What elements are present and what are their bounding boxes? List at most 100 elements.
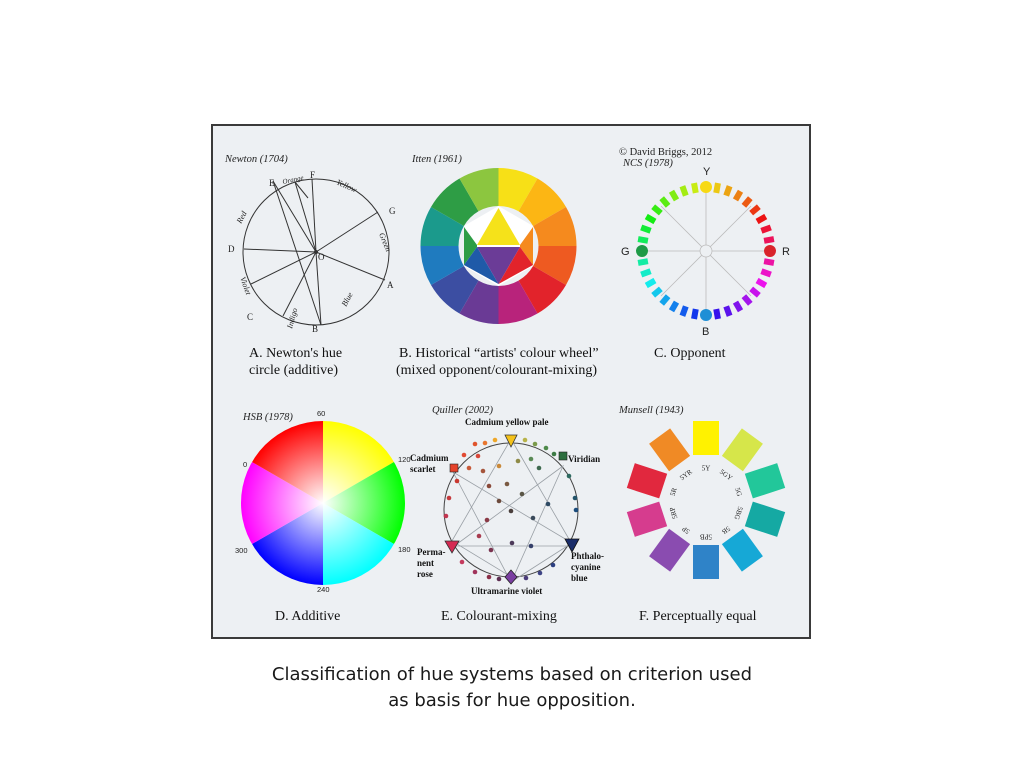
quiller-pigment-dot	[472, 441, 478, 447]
quiller-pigment-dot	[551, 451, 557, 457]
munsell-label-5g: 5G	[733, 487, 743, 498]
ncs-hue-swatch	[637, 258, 649, 266]
ncs-hue-swatch	[679, 185, 689, 197]
ncs-blue-pole	[700, 309, 712, 321]
ncs-hue-swatch	[741, 294, 753, 306]
quiller-pigment-dot	[566, 473, 572, 479]
figure-caption: Classification of hue systems based on c…	[212, 662, 812, 714]
quiller-pigment-dot	[572, 495, 578, 501]
quiller-pigment-dot	[496, 463, 502, 469]
ncs-hue-swatch	[723, 185, 733, 197]
quiller-marker-cadmium-yellow	[504, 434, 518, 448]
quiller-label-cyanine: cyanine	[571, 562, 601, 572]
ncs-hue-swatch	[755, 213, 768, 225]
ncs-hue-swatch	[659, 196, 671, 208]
newton-source-label: Newton (1704)	[224, 154, 288, 165]
quiller-source-label: Quiller (2002)	[432, 405, 493, 416]
ncs-hue-swatch	[763, 258, 775, 266]
ncs-hue-swatch	[732, 189, 744, 202]
newton-caption-line1: A. Newton's hue	[249, 346, 342, 361]
ncs-hue-swatch	[668, 189, 680, 202]
ncs-hue-swatch	[668, 300, 680, 313]
itten-caption-line2: (mixed opponent/colourant-mixing)	[396, 363, 597, 378]
newton-label-f: F	[310, 170, 315, 180]
quiller-pigment-dot	[459, 559, 465, 565]
ncs-label-y: Y	[703, 166, 711, 178]
ncs-label-b: B	[702, 326, 709, 338]
munsell-label-5b: 5B	[720, 524, 732, 535]
newton-label-g: G	[389, 206, 396, 216]
quiller-pigment-dots	[443, 437, 579, 582]
ncs-hue-swatch	[644, 277, 657, 289]
newton-label-green: Green	[377, 231, 393, 253]
quiller-pigment-dot	[528, 456, 534, 462]
quiller-marker-cadmium-scarlet	[449, 463, 459, 473]
munsell-label-5rp: 5RP	[668, 506, 679, 520]
newton-label-d: D	[228, 244, 235, 254]
quiller-marker-viridian	[558, 451, 568, 461]
newton-label-a: A	[387, 280, 394, 290]
hsb-source-label: HSB (1978)	[242, 412, 293, 423]
ncs-hue-swatch	[749, 204, 761, 216]
ncs-hue-swatch	[732, 300, 744, 313]
quiller-pigment-dot	[537, 570, 543, 576]
ncs-green-pole	[636, 245, 648, 257]
munsell-label-5yr: 5YR	[678, 468, 694, 482]
quiller-label-scarlet: scarlet	[410, 464, 435, 474]
newton-label-b: B	[312, 324, 318, 334]
ncs-hue-swatch	[651, 204, 663, 216]
ncs-opponent-axes	[639, 184, 773, 318]
hsb-angle-120: 120	[398, 455, 411, 464]
newton-label-violet: Violet	[238, 276, 253, 297]
quiller-pigment-dot	[545, 501, 551, 507]
ncs-red-pole	[764, 245, 776, 257]
copyright-text: © David Briggs, 2012	[619, 147, 712, 158]
newton-label-o: O	[318, 252, 325, 262]
munsell-swatch-5y	[693, 421, 719, 455]
munsell-label-5p: 5P	[681, 525, 692, 536]
ncs-hue-swatch	[637, 236, 649, 244]
quiller-label-cadmium-1: Cadmium	[410, 453, 449, 463]
hsb-angle-60: 60	[317, 409, 325, 418]
ncs-hue-swatch	[723, 305, 733, 317]
quiller-label-nent: nent	[417, 558, 434, 568]
newton-label-yellow: Yellow	[335, 178, 358, 195]
munsell-swatch-5rp	[626, 501, 668, 537]
panel-quiller: Quiller (2002) Cadmium yellow pale Virid…	[410, 405, 604, 624]
munsell-label-5gy: 5GY	[718, 468, 734, 482]
quiller-mixing-triangles	[448, 438, 574, 583]
hsb-angle-180: 180	[398, 545, 411, 554]
quiller-pigment-dot	[536, 465, 542, 471]
quiller-pigment-dot	[482, 440, 488, 446]
quiller-label-rose: rose	[417, 569, 433, 579]
ncs-caption: C. Opponent	[654, 346, 726, 361]
quiller-label-phthalo: Phthalo-	[571, 551, 604, 561]
quiller-pigment-dot	[472, 569, 478, 575]
quiller-pigment-dot	[461, 452, 467, 458]
ncs-hue-swatch	[644, 213, 657, 225]
munsell-label-5bg: 5BG	[732, 505, 744, 520]
itten-colour-wheel	[420, 168, 577, 324]
quiller-label-perma: Perma-	[417, 547, 445, 557]
newton-label-c: C	[247, 312, 253, 322]
ncs-hue-swatch	[713, 182, 721, 194]
quiller-label-cadmium-yellow: Cadmium yellow pale	[465, 417, 549, 427]
quiller-pigment-dot	[573, 507, 579, 513]
quiller-marker-ultramarine-violet	[504, 569, 518, 585]
quiller-pigment-dot	[466, 465, 472, 471]
munsell-swatch-5p	[649, 528, 691, 572]
quiller-label-blue: blue	[571, 573, 588, 583]
caption-line-1: Classification of hue systems based on c…	[271, 664, 753, 685]
munsell-source-label: Munsell (1943)	[618, 405, 684, 416]
quiller-pigment-dot	[522, 437, 528, 443]
ncs-yellow-pole	[700, 181, 712, 193]
hsb-angle-0: 0	[243, 460, 247, 469]
quiller-pigment-dot	[443, 513, 449, 519]
ncs-source-label: NCS (1978)	[622, 158, 673, 169]
quiller-pigment-dot	[484, 517, 490, 523]
newton-label-indigo: Indigo	[285, 307, 299, 330]
ncs-hue-swatch	[760, 268, 772, 278]
itten-source-label: Itten (1961)	[411, 154, 462, 165]
munsell-label-5y: 5Y	[702, 465, 711, 473]
